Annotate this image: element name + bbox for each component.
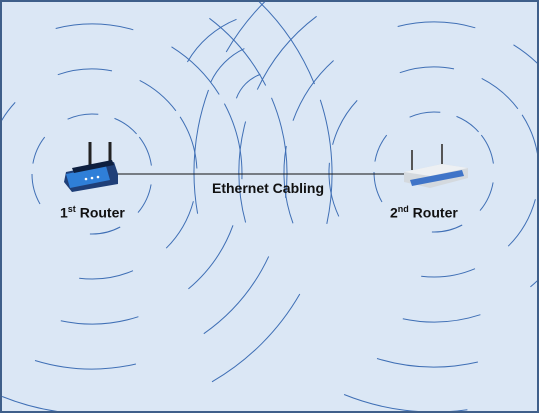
wave-arc: [79, 270, 134, 280]
wave-arc: [34, 360, 137, 370]
wave-arc: [421, 268, 476, 278]
wave-arc: [399, 66, 455, 74]
cable-label: Ethernet Cabling: [212, 180, 325, 196]
wave-arc: [57, 68, 113, 76]
wave-arc: [258, 2, 315, 85]
wave-arc: [186, 18, 237, 63]
wave-arc: [31, 173, 41, 205]
wave-arc: [256, 15, 317, 90]
wave-arc: [409, 111, 441, 118]
wave-arc: [137, 184, 152, 213]
wave-arc: [481, 77, 519, 110]
wave-arc: [319, 99, 333, 225]
wave-arc: [507, 199, 536, 247]
wave-arc: [2, 102, 16, 121]
wave-arc: [480, 134, 494, 164]
wave-arc: [165, 201, 194, 249]
wave-arc: [211, 293, 301, 383]
wave-arc: [374, 134, 388, 162]
wave-arc: [193, 89, 209, 214]
wave-arc: [402, 314, 481, 323]
wave-arc: [271, 97, 288, 198]
wave-arc: [139, 79, 177, 112]
wave-arc: [292, 60, 334, 121]
router-1-label: 1st Router: [60, 204, 125, 221]
wave-arc: [521, 114, 537, 155]
wave-arc: [223, 103, 243, 180]
router-2-label: 2nd Router: [390, 204, 458, 221]
wave-arc: [2, 396, 59, 411]
wave-arc: [60, 316, 139, 325]
wave-arc: [171, 46, 220, 95]
wave-arc: [55, 23, 134, 31]
wave-arc: [328, 162, 340, 217]
router-1-icon: [64, 142, 118, 192]
wave-arc: [530, 280, 537, 288]
wave-arc: [235, 73, 261, 99]
wave-arc: [179, 116, 198, 169]
wave-arc: [203, 256, 270, 335]
wave-arc: [373, 171, 383, 203]
wave-arc: [138, 136, 152, 166]
wave-arc: [332, 100, 358, 145]
wave-arc: [238, 121, 247, 223]
wave-arc: [114, 117, 137, 135]
router-2-icon: [404, 144, 468, 188]
wave-arc: [32, 136, 46, 164]
wave-arc: [210, 48, 245, 83]
wave-arc: [67, 113, 99, 120]
wave-arc: [456, 115, 479, 133]
wave-arc: [376, 358, 479, 368]
wave-arc: [479, 182, 494, 211]
wave-arc: [513, 44, 537, 64]
wave-arc: [188, 225, 234, 290]
wave-arc: [283, 145, 294, 224]
wave-arc: [431, 224, 463, 233]
wave-arc: [89, 226, 121, 235]
wave-arc: [225, 2, 266, 53]
wave-arc: [397, 21, 476, 29]
wave-arc: [343, 394, 468, 411]
